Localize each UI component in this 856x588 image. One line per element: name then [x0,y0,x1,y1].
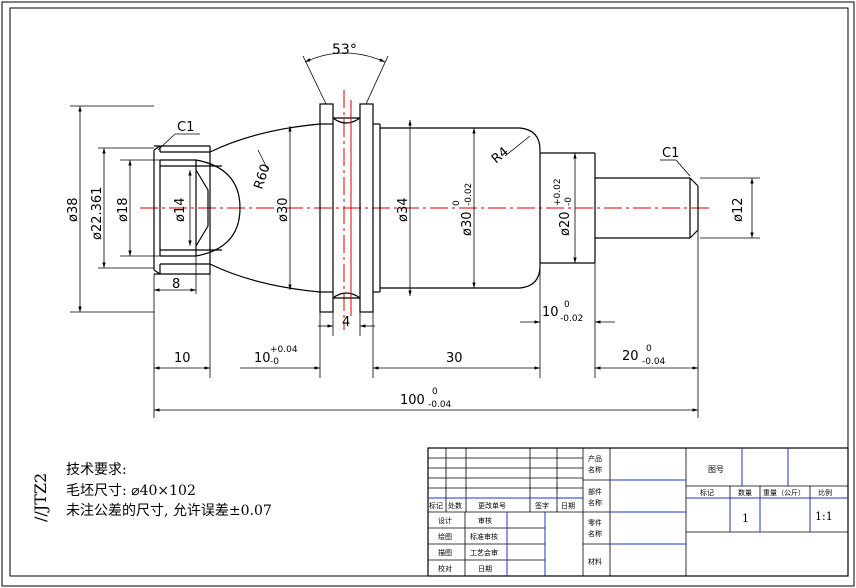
tb-check: 审核 [478,516,492,525]
tb-product-name-1: 产品 [588,454,602,463]
len-10b-tol-bot: -0 [270,357,279,367]
tb-part-name-2: 名称 [588,498,602,507]
dia-22-label: ø22.361 [90,187,105,240]
len-100-tol-top: 0 [432,387,438,397]
tb-rev-count: 处数 [448,501,462,510]
tb-product-name-2: 名称 [588,465,602,474]
dia-30-body-label: ø30 [460,212,475,237]
tb-weight: 重量（公斤） [763,488,805,497]
requirements-line2: 未注公差的尺寸, 允许误差±0.07 [66,503,272,519]
len-30-label: 30 [446,351,463,366]
chamfer-left-label: C1 [177,120,194,135]
chamfer-right-label: C1 [662,146,679,161]
tb-rev-sign: 签字 [535,501,549,510]
tb-scale: 比例 [818,488,832,497]
len-10c-tol-bot: -0.02 [560,314,583,324]
len-10c-tol-top: 0 [564,300,570,310]
title-block-text: 产品 名称 部件 名称 零件 名称 材料 图号 标记 数量 重量（公斤） 比例 … [429,454,833,573]
len-100-label: 100 [400,393,425,408]
tb-rev-doc: 更改单号 [478,501,506,510]
len-20-tol-top: 0 [646,344,652,354]
tb-design: 设计 [438,516,452,525]
dia-30-tol-top: 0 [452,200,462,206]
tb-qty-value: 1 [742,512,749,525]
dimension-text: 53° C1 C1 R60 R4 ø38 ø22.361 ø18 ø14 ø30… [66,42,746,410]
dia-20-label: ø20 [558,212,573,237]
dia-20-tol-top: +0.02 [553,178,563,206]
tb-qty: 数量 [738,488,752,497]
tb-mark: 标记 [700,488,714,497]
radius-r60-label: R60 [252,162,274,191]
len-20-tol-bot: -0.04 [642,357,666,367]
requirements-line1: 毛坯尺寸: ⌀40×102 [66,483,196,499]
tb-std-check: 标准审核 [470,532,498,541]
len-10b-tol-top: +0.04 [270,345,298,355]
tb-part2-name-1: 零件 [588,518,602,527]
tb-scale-value: 1:1 [815,510,833,523]
tb-trace: 描图 [438,548,452,557]
len-10a-label: 10 [174,351,191,366]
part-outline [153,103,699,313]
tb-draw: 绘图 [438,532,452,541]
tb-material: 材料 [588,557,602,566]
dia-30-tol-bot: -0.02 [464,183,474,206]
tb-part-name-1: 部件 [588,487,602,496]
len-20-label: 20 [622,349,639,364]
dia-12-label: ø12 [731,198,746,223]
tb-date: 日期 [478,565,492,573]
len-100-tol-bot: -0.04 [428,400,452,410]
tb-proof: 校对 [438,564,452,573]
dia-38-label: ø38 [66,198,81,223]
side-code: //JTZ2 [31,473,50,522]
dia-18-label: ø18 [116,198,131,223]
len-10c-label: 10 [542,305,559,320]
len-10b-label: 10 [254,351,271,366]
angle-label: 53° [332,42,357,58]
len-8-label: 8 [172,277,180,292]
tb-part2-name-2: 名称 [588,529,602,538]
dia-20-tol-bot: -0 [564,197,574,206]
tb-drawing-no: 图号 [708,465,724,474]
requirements-title: 技术要求: [66,462,127,478]
dimension-lines [70,52,760,418]
len-4-label: 4 [342,315,350,330]
tb-rev-mark: 标记 [429,501,443,510]
title-block-highlights [428,448,848,576]
dia-30-neck-label: ø30 [276,198,291,223]
radius-r4-label: R4 [489,144,512,167]
tb-process-sign: 工艺会审 [470,548,498,557]
dia-14-label: ø14 [173,198,188,223]
center-lines [140,90,712,330]
dia-34-label: ø34 [396,198,411,223]
technical-requirements: 技术要求: 毛坯尺寸: ⌀40×102 未注公差的尺寸, 允许误差±0.07 [66,462,272,519]
tb-rev-date: 日期 [561,502,575,510]
